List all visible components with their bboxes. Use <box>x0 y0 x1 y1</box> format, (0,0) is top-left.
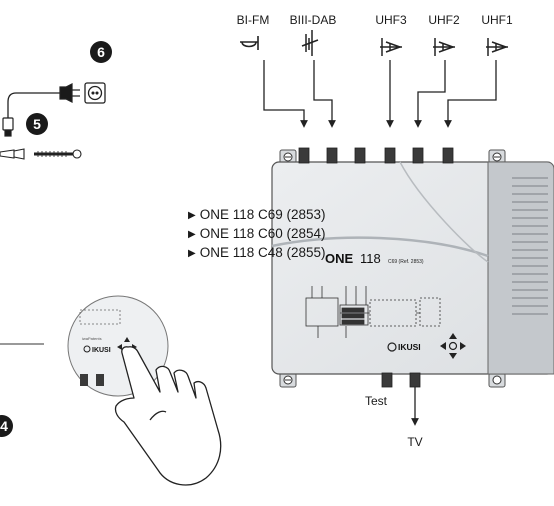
antenna-label-uhf3: UHF3 <box>375 13 407 27</box>
triangle-bullet-icon: ▶ <box>188 210 196 221</box>
amplifier-model-number: 118 <box>360 251 381 266</box>
test-output-label: Test <box>365 394 388 408</box>
antenna-label-biii-dab: BIII-DAB <box>290 13 337 27</box>
ikusi-logo: IKUSI <box>387 342 421 352</box>
power-cable <box>7 92 60 118</box>
antenna-label-uhf1: UHF1 <box>481 13 513 27</box>
wall-socket-icon <box>84 82 106 104</box>
triangle-bullet-icon: ▶ <box>188 248 196 259</box>
model-item-c48: ▶ONE 118 C48 (2855) <box>188 244 326 263</box>
svg-text:IKUSI: IKUSI <box>92 347 111 354</box>
four-way-arrow-icon <box>440 333 466 359</box>
antenna-label-uhf2: UHF2 <box>428 13 460 27</box>
antenna-label-bi-fm: BI-FM <box>237 13 270 27</box>
uhf3-antenna-icon <box>380 38 403 56</box>
step-number-4: 4 <box>0 418 8 434</box>
step-badge-5: 5 <box>26 113 48 135</box>
fm-antenna-icon <box>240 36 259 50</box>
svg-text:IKUSI: IKUSI <box>398 342 421 352</box>
step-number-5: 5 <box>33 116 41 132</box>
uhf2-antenna-icon <box>433 38 456 56</box>
step-badge-6: 6 <box>90 41 112 63</box>
connector-plug-icon <box>2 117 14 137</box>
power-plug-icon <box>59 83 80 103</box>
wall-plug-screw-icon <box>0 148 82 160</box>
dab-antenna-icon <box>301 30 319 56</box>
uhf1-antenna-icon <box>486 38 509 56</box>
step-number-6: 6 <box>97 44 105 60</box>
mini-label: iwaPatents <box>82 336 102 341</box>
amplifier-name: ONE <box>325 251 354 266</box>
model-text: ONE 118 C48 (2855) <box>199 245 326 260</box>
model-text: ONE 118 C69 (2853) <box>199 207 326 222</box>
tv-output-label: TV <box>407 435 422 449</box>
amplifier-unit: ONE 118 C69 (Ref. 2853) IKUSI <box>271 147 554 388</box>
model-item-c69: ▶ONE 118 C69 (2853) <box>188 206 326 225</box>
internal-schematic <box>305 286 441 338</box>
step-badge-4: 4 <box>0 415 13 437</box>
pointing-hand-icon <box>114 346 222 486</box>
model-item-c60: ▶ONE 118 C60 (2854) <box>188 225 326 244</box>
antenna-cables <box>263 60 497 128</box>
triangle-bullet-icon: ▶ <box>188 229 196 240</box>
amplifier-reference: C69 (Ref. 2853) <box>388 259 424 265</box>
model-text: ONE 118 C60 (2854) <box>199 226 326 241</box>
mini-ikusi-logo: IKUSI <box>83 345 111 354</box>
